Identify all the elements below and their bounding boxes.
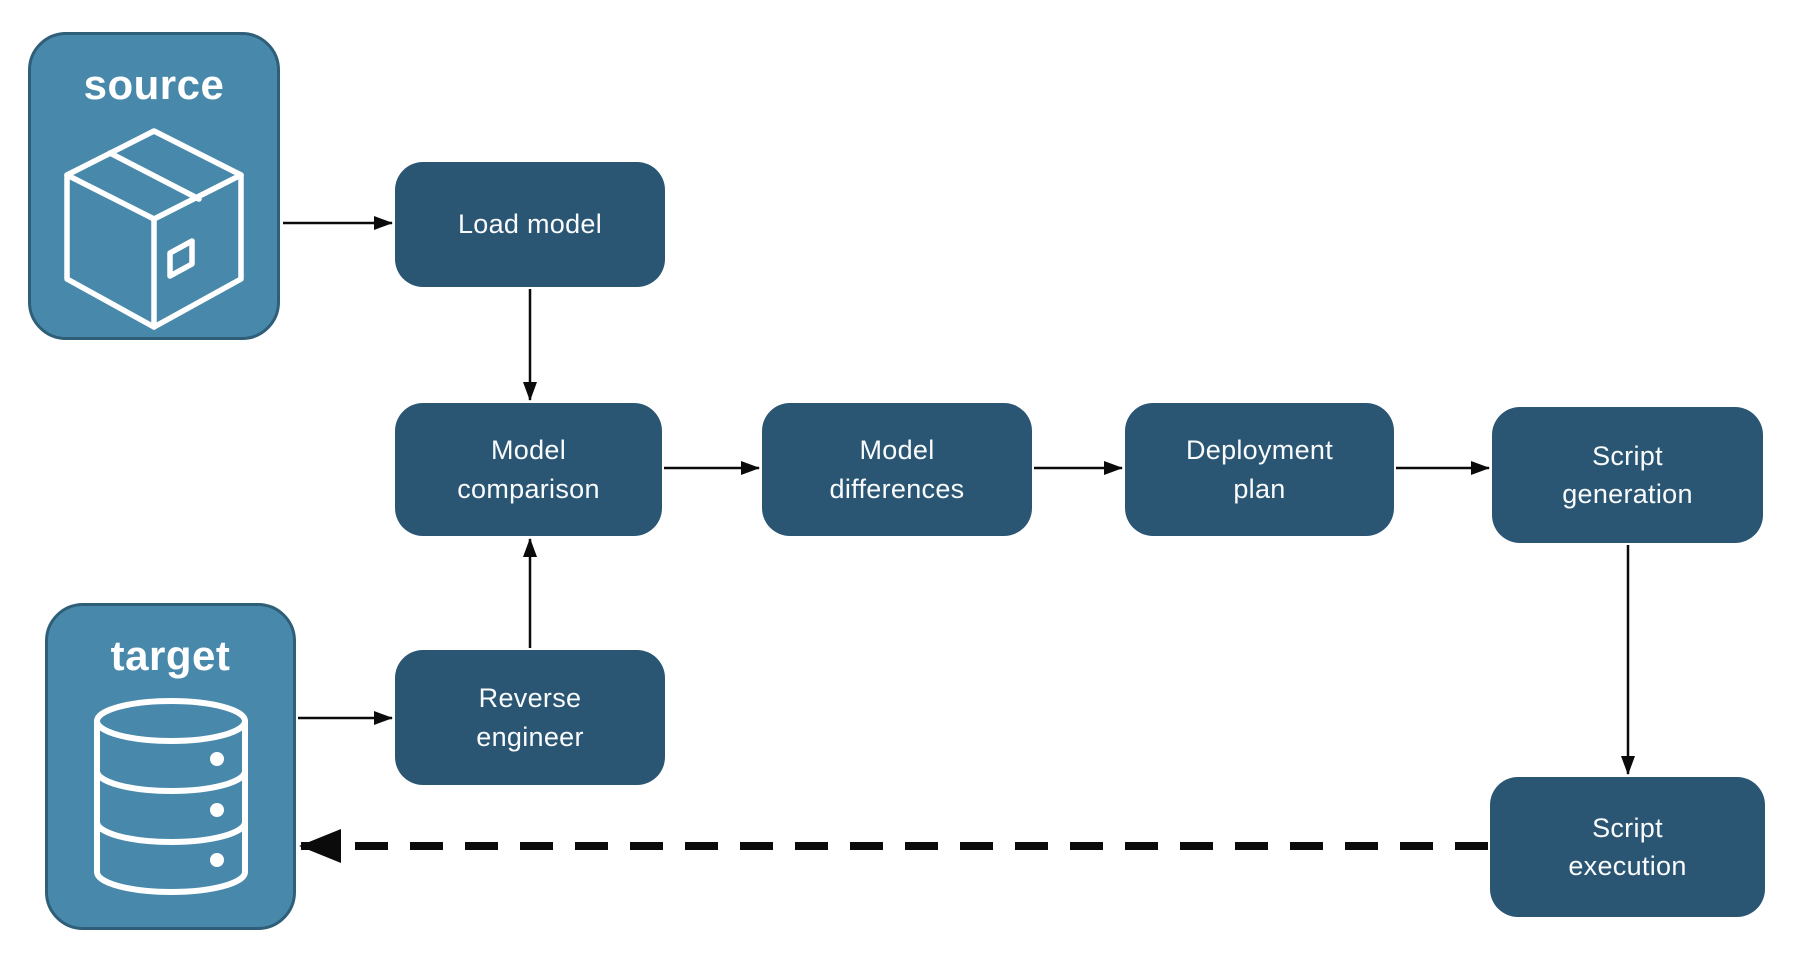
node-model-differences: Model differences	[762, 403, 1032, 536]
target-label: target	[110, 632, 231, 679]
node-load-model: Load model	[395, 162, 665, 287]
node-deployment-plan: Deployment plan	[1125, 403, 1394, 536]
node-target: target	[45, 603, 296, 930]
node-label: Script generation	[1562, 440, 1693, 509]
node-label: Script execution	[1568, 812, 1687, 881]
node-label: Reverse engineer	[476, 683, 584, 752]
source-label: source	[83, 61, 225, 108]
node-model-comparison: Model comparison	[395, 403, 662, 536]
database-icon	[93, 698, 248, 895]
package-icon	[64, 128, 244, 330]
node-label: Load model	[457, 209, 603, 240]
node-label: Model comparison	[457, 435, 600, 504]
node-script-execution: Script execution	[1490, 777, 1765, 917]
node-label: Model differences	[829, 435, 965, 504]
node-source: source	[28, 32, 280, 340]
node-reverse-engineer: Reverse engineer	[395, 650, 665, 785]
node-script-generation: Script generation	[1492, 407, 1763, 543]
node-label: Deployment plan	[1185, 435, 1334, 504]
